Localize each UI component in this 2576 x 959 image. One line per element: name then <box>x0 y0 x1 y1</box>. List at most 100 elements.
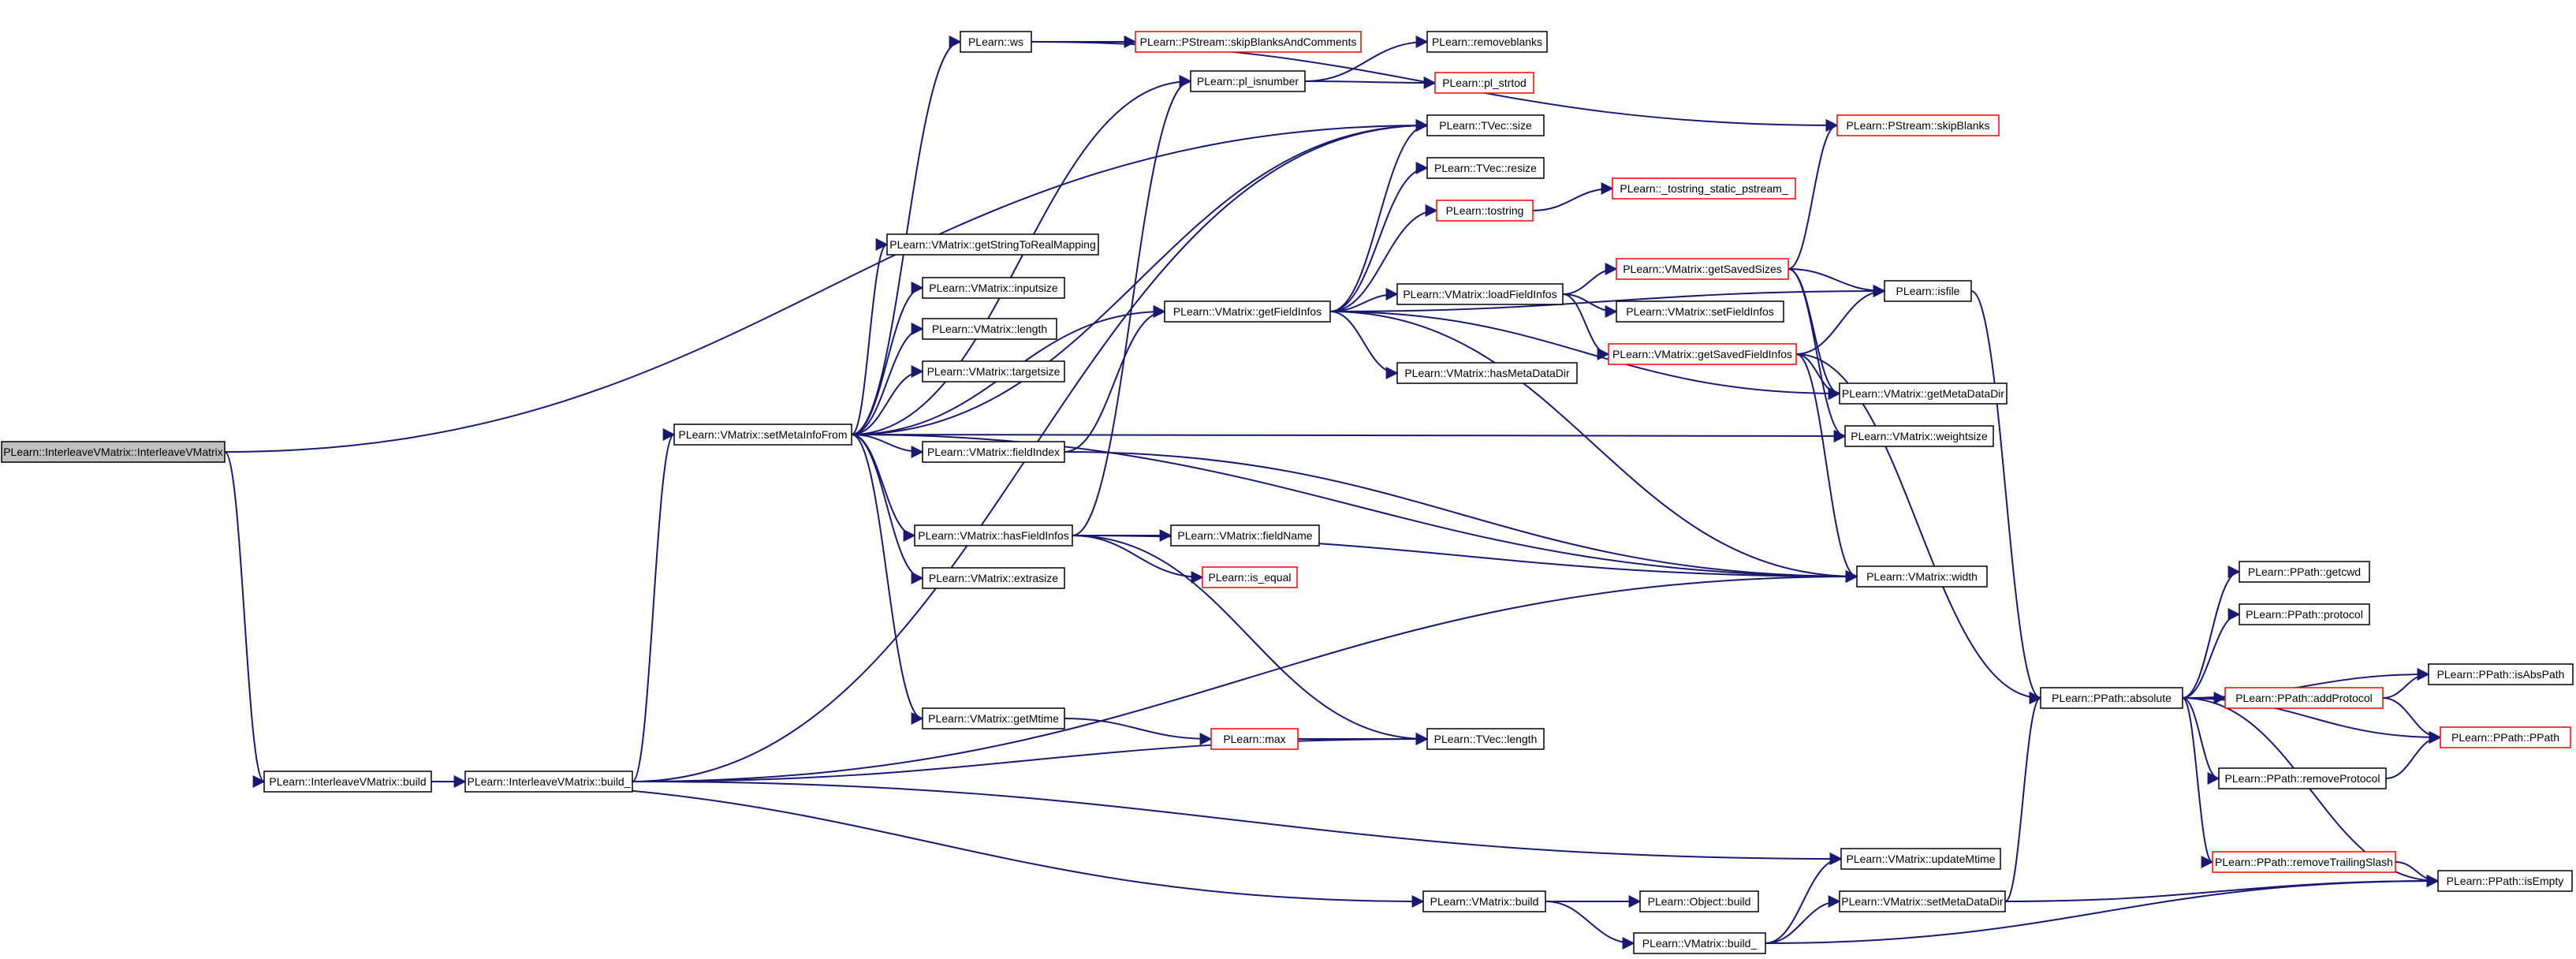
node-targetsize[interactable]: PLearn::VMatrix::targetsize <box>922 360 1065 382</box>
node-box <box>2428 663 2574 685</box>
edge-removeprotocol-to-ppath <box>2385 731 2442 779</box>
node-vm-build[interactable]: PLearn::VMatrix::build <box>1422 890 1546 912</box>
node-label: PLearn::VMatrix::setMetaInfoFrom <box>679 428 848 441</box>
node-setfieldinfos[interactable]: PLearn::VMatrix::setFieldInfos <box>1616 300 1784 323</box>
node-loadfieldinfos[interactable]: PLearn::VMatrix::loadFieldInfos <box>1396 283 1564 305</box>
node-pl-strtod[interactable]: PLearn::pl_strtod <box>1434 72 1534 94</box>
node-label: PLearn::max <box>1223 733 1285 745</box>
node-fieldindex[interactable]: PLearn::VMatrix::fieldIndex <box>922 441 1065 463</box>
node-box <box>1616 300 1784 323</box>
node-box <box>1190 70 1306 92</box>
node-removetrailingslash[interactable]: PLearn::PPath::removeTrailingSlash <box>2212 851 2396 873</box>
node-weightsize[interactable]: PLearn::VMatrix::weightsize <box>1844 425 1994 447</box>
node-setmetadatadir[interactable]: PLearn::VMatrix::setMetaDataDir <box>1839 890 2006 912</box>
edge-vm-build-to-setmetadatadir <box>1765 895 1841 944</box>
node-setmetainfofrom[interactable]: PLearn::VMatrix::setMetaInfoFrom <box>673 424 852 446</box>
node-tostring-static[interactable]: PLearn::_tostring_static_pstream_ <box>1612 177 1796 200</box>
node-getsavedsizes[interactable]: PLearn::VMatrix::getSavedSizes <box>1616 258 1789 280</box>
node-box <box>922 318 1057 340</box>
node-getmetadatadir[interactable]: PLearn::VMatrix::getMetaDataDir <box>1839 382 2007 405</box>
edge-getsavedfieldinfos-to-getmetadatadir <box>1795 353 1841 400</box>
node-tvec-size[interactable]: PLearn::TVec::size <box>1426 114 1545 136</box>
node-updatemtime[interactable]: PLearn::VMatrix::updateMtime <box>1840 848 2001 870</box>
node-label: PLearn::isfile <box>1896 285 1960 297</box>
node-box <box>1426 728 1545 750</box>
node-vm-build[interactable]: PLearn::VMatrix::build_ <box>1633 932 1766 954</box>
node-skipblanksandcomments[interactable]: PLearn::PStream::skipBlanksAndComments <box>1135 31 1362 53</box>
node-isabspath[interactable]: PLearn::PPath::isAbsPath <box>2428 663 2574 685</box>
node-box <box>1202 566 1298 588</box>
node-label: PLearn::PPath::protocol <box>2246 608 2363 621</box>
node-length[interactable]: PLearn::VMatrix::length <box>922 318 1057 340</box>
node-hasfieldinfos[interactable]: PLearn::VMatrix::hasFieldInfos <box>914 524 1073 547</box>
node-layer: PLearn::InterleaveVMatrix::InterleaveVMa… <box>1 31 2574 954</box>
node-absolute[interactable]: PLearn::PPath::absolute <box>2040 687 2183 709</box>
node-box <box>1396 283 1564 305</box>
node-box <box>2239 561 2370 583</box>
edge-layer <box>224 35 2442 950</box>
node-isfile[interactable]: PLearn::isfile <box>1884 280 1972 302</box>
node-label: PLearn::VMatrix::fieldName <box>1177 529 1312 542</box>
node-ppath[interactable]: PLearn::PPath::PPath <box>2440 726 2571 748</box>
node-is-equal[interactable]: PLearn::is_equal <box>1202 566 1298 588</box>
edge-setmetainfofrom-to-inputsize <box>851 282 924 435</box>
node-root[interactable]: PLearn::InterleaveVMatrix::InterleaveVMa… <box>1 441 226 463</box>
node-label: PLearn::TVec::length <box>1434 733 1538 745</box>
node-box <box>1608 343 1797 365</box>
node-box <box>1839 382 2007 405</box>
node-box <box>2040 687 2183 709</box>
node-removeblanks[interactable]: PLearn::removeblanks <box>1426 31 1548 53</box>
node-protocol[interactable]: PLearn::PPath::protocol <box>2239 603 2370 625</box>
edge-setmetainfofrom-to-fieldindex <box>851 434 924 458</box>
edge-getsavedsizes-to-skipblanks <box>1788 119 1839 270</box>
node-label: PLearn::VMatrix::width <box>1866 570 1978 583</box>
node-box <box>1844 425 1994 447</box>
node-label: PLearn::VMatrix::weightsize <box>1851 430 1988 442</box>
node-getmtime[interactable]: PLearn::VMatrix::getMtime <box>922 707 1065 730</box>
edge-getsavedsizes-to-isfile <box>1788 268 1886 297</box>
node-skipblanks[interactable]: PLearn::PStream::skipBlanks <box>1836 114 2000 136</box>
edge-absolute-to-protocol <box>2182 608 2241 699</box>
node-label: PLearn::removeblanks <box>1432 35 1542 48</box>
node-getsavedfieldinfos[interactable]: PLearn::VMatrix::getSavedFieldInfos <box>1608 343 1797 365</box>
node-tostring[interactable]: PLearn::tostring <box>1436 200 1534 222</box>
edge-getmtime-to-max <box>1064 718 1213 745</box>
node-object-build[interactable]: PLearn::Object::build <box>1639 890 1759 912</box>
node-extrasize[interactable]: PLearn::VMatrix::extrasize <box>922 567 1065 589</box>
node-build[interactable]: PLearn::InterleaveVMatrix::build <box>263 771 432 793</box>
edge-setmetainfofrom-to-extrasize <box>851 434 924 584</box>
node-ws[interactable]: PLearn::ws <box>960 31 1032 53</box>
node-getstringtorealmapping[interactable]: PLearn::VMatrix::getStringToRealMapping <box>886 233 1099 256</box>
node-tvec-length[interactable]: PLearn::TVec::length <box>1426 728 1545 750</box>
node-getfieldinfos[interactable]: PLearn::VMatrix::getFieldInfos <box>1164 300 1331 323</box>
node-fieldname[interactable]: PLearn::VMatrix::fieldName <box>1170 524 1320 547</box>
node-label: PLearn::VMatrix::updateMtime <box>1846 853 1995 865</box>
node-tvec-resize[interactable]: PLearn::TVec::resize <box>1426 157 1545 179</box>
node-removeprotocol[interactable]: PLearn::PPath::removeProtocol <box>2218 767 2387 789</box>
node-max[interactable]: PLearn::max <box>1210 728 1299 750</box>
node-hasmetadatadir[interactable]: PLearn::VMatrix::hasMetaDataDir <box>1396 362 1578 384</box>
node-box <box>2440 726 2571 748</box>
node-label: PLearn::tostring <box>1446 204 1524 217</box>
node-box <box>1616 258 1789 280</box>
node-getcwd[interactable]: PLearn::PPath::getcwd <box>2239 561 2370 583</box>
edge-getsavedfieldinfos-to-isfile <box>1795 285 1886 355</box>
node-width[interactable]: PLearn::VMatrix::width <box>1856 565 1988 588</box>
node-isempty[interactable]: PLearn::PPath::isEmpty <box>2437 870 2573 892</box>
node-box <box>1170 524 1320 547</box>
edge-hasfieldinfos-to-tvec-length <box>1072 535 1429 745</box>
node-label: PLearn::Object::build <box>1648 895 1751 908</box>
edge-fieldindex-to-getfieldinfos <box>1064 305 1166 453</box>
node-box <box>2239 603 2370 625</box>
node-box <box>1856 565 1988 588</box>
node-pl-isnumber[interactable]: PLearn::pl_isnumber <box>1190 70 1306 92</box>
node-box <box>1839 890 2006 912</box>
edge-loadfieldinfos-to-getsavedsizes <box>1562 263 1618 295</box>
edge-setmetainfofrom-to-weightsize <box>851 429 1847 442</box>
node-label: PLearn::VMatrix::fieldIndex <box>927 446 1060 458</box>
node-inputsize[interactable]: PLearn::VMatrix::inputsize <box>922 277 1065 299</box>
node-addprotocol[interactable]: PLearn::PPath::addProtocol <box>2224 687 2384 709</box>
node-build[interactable]: PLearn::InterleaveVMatrix::build_ <box>464 771 633 793</box>
node-box <box>922 441 1065 463</box>
edge-pl-isnumber-to-removeblanks <box>1304 35 1429 82</box>
